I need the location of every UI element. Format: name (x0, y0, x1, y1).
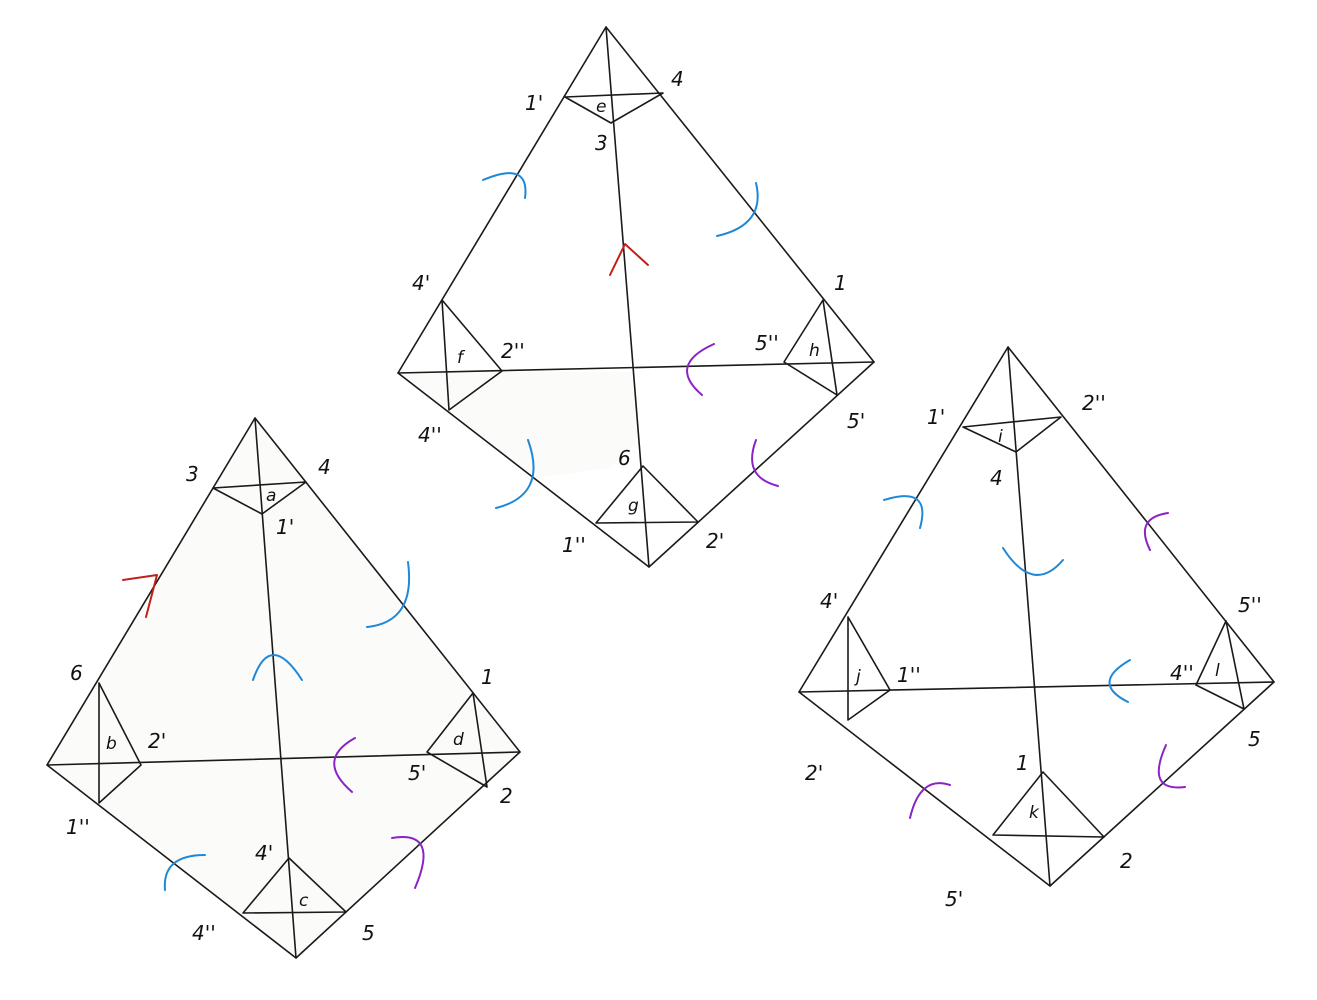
vertex-label: 2'' (1082, 391, 1106, 415)
vertex-label: 5'' (755, 331, 779, 355)
vertex-label: 1'' (66, 815, 90, 839)
vertex-label: 6 (70, 661, 83, 685)
figure-right-vertical-axis (1007, 346, 1051, 887)
triangle-label-e: e (596, 97, 606, 117)
figure-left-vertical-axis (254, 417, 297, 959)
arrow-mark-purple (1157, 744, 1186, 789)
triangle-b (98, 682, 142, 804)
vertex-label: 5' (945, 887, 963, 911)
arrow-mark-blue (716, 182, 759, 237)
triangle-a (212, 481, 307, 515)
arrow-mark-purple (333, 737, 356, 793)
vertex-label: 4'' (192, 921, 216, 945)
vertex-label: 2' (706, 529, 724, 553)
vertex-label: 1 (834, 271, 847, 295)
triangle-h (783, 299, 838, 396)
arrow-mark-blue (1002, 547, 1064, 576)
arrow-mark-blue (495, 439, 535, 509)
vertex-label: 5 (362, 921, 375, 945)
figure-top: e f g h 1' 4 3 4' 2'' 5'' 1 4'' 5' 6 1''… (397, 26, 875, 568)
triangle-label-f: f (457, 348, 466, 368)
arrow-mark-purple (751, 439, 779, 487)
triangle-label-h: h (809, 341, 820, 361)
vertex-label: 1 (481, 665, 494, 689)
vertex-label: 4' (412, 271, 430, 295)
triangle-label-b: b (106, 734, 117, 754)
figure-left-horizontal-axis (46, 751, 521, 766)
triangle-j (847, 616, 891, 721)
figure-left: a b c d 3 4 6 1 1'' 4'' 5 2 1' 2' 5' 4' (46, 417, 521, 959)
triangle-g (595, 465, 699, 524)
vertex-label: 5 (1248, 727, 1261, 751)
triangle-label-j: j (854, 667, 861, 687)
vertex-label: 5'' (1238, 593, 1262, 617)
vertex-label: 2'' (501, 339, 525, 363)
triangle-label-d: d (453, 730, 464, 750)
triangle-label-c: c (299, 891, 309, 911)
triangle-label-k: k (1029, 803, 1040, 823)
triangle-label-a: a (266, 486, 276, 506)
triangle-label-l: l (1215, 661, 1220, 681)
vertex-label: 5' (847, 409, 865, 433)
arrow-mark-blue (482, 172, 527, 199)
arrow-mark-blue (163, 854, 206, 891)
arrow-mark-purple (909, 782, 951, 819)
vertex-label: 5' (408, 761, 426, 785)
arrow-mark-blue (252, 654, 303, 681)
vertex-label: 1' (525, 91, 543, 115)
arrow-mark-blue (1108, 659, 1131, 703)
arrow-mark-purple (1144, 512, 1169, 551)
arrow-mark-blue (366, 561, 411, 628)
vertex-label: 1' (927, 405, 945, 429)
vertex-label: 2' (805, 761, 823, 785)
arrow-mark-red (609, 243, 649, 276)
vertex-label: 4'' (418, 423, 442, 447)
triangle-e (564, 92, 664, 124)
arrow-mark-blue (883, 495, 924, 529)
vertex-label: 3 (595, 131, 608, 155)
vertex-label: 1'' (897, 663, 921, 687)
vertex-label: 2' (148, 729, 166, 753)
triangle-l (1195, 620, 1245, 710)
vertex-label: 2 (1120, 849, 1133, 873)
triangle-f (441, 299, 503, 411)
triangle-label-g: g (628, 496, 639, 516)
vertex-label: 4'' (1170, 661, 1194, 685)
figure-top-shaded-region (398, 372, 640, 478)
figure-top-vertical-axis (605, 26, 650, 568)
triangle-label-i: i (998, 427, 1003, 447)
vertex-label: 1' (276, 515, 294, 539)
triangle-k (992, 771, 1105, 838)
figure-left-fill (47, 418, 520, 958)
figure-right-horizontal-axis (798, 681, 1275, 693)
figure-top-horizontal-axis (397, 361, 875, 374)
vertex-label: 4 (990, 466, 1003, 490)
arrow-mark-purple (391, 836, 425, 889)
triangle-c (242, 857, 347, 914)
triangle-d (426, 692, 488, 788)
vertex-label: 6 (618, 446, 631, 470)
vertex-label: 4' (255, 841, 273, 865)
vertex-label: 4 (318, 455, 331, 479)
vertex-label: 3 (186, 462, 199, 486)
vertex-label: 4' (820, 589, 838, 613)
triangle-i (962, 416, 1062, 453)
vertex-label: 2 (500, 784, 513, 808)
arrow-mark-purple (686, 343, 715, 396)
arrow-mark-red (122, 574, 158, 618)
figure-right: i j k l 1' 2'' 4 4' 1'' 4'' 5'' 2' 5 1 5… (798, 346, 1275, 911)
vertex-label: 4 (671, 67, 684, 91)
vertex-label: 1 (1016, 751, 1029, 775)
vertex-label: 1'' (562, 533, 586, 557)
